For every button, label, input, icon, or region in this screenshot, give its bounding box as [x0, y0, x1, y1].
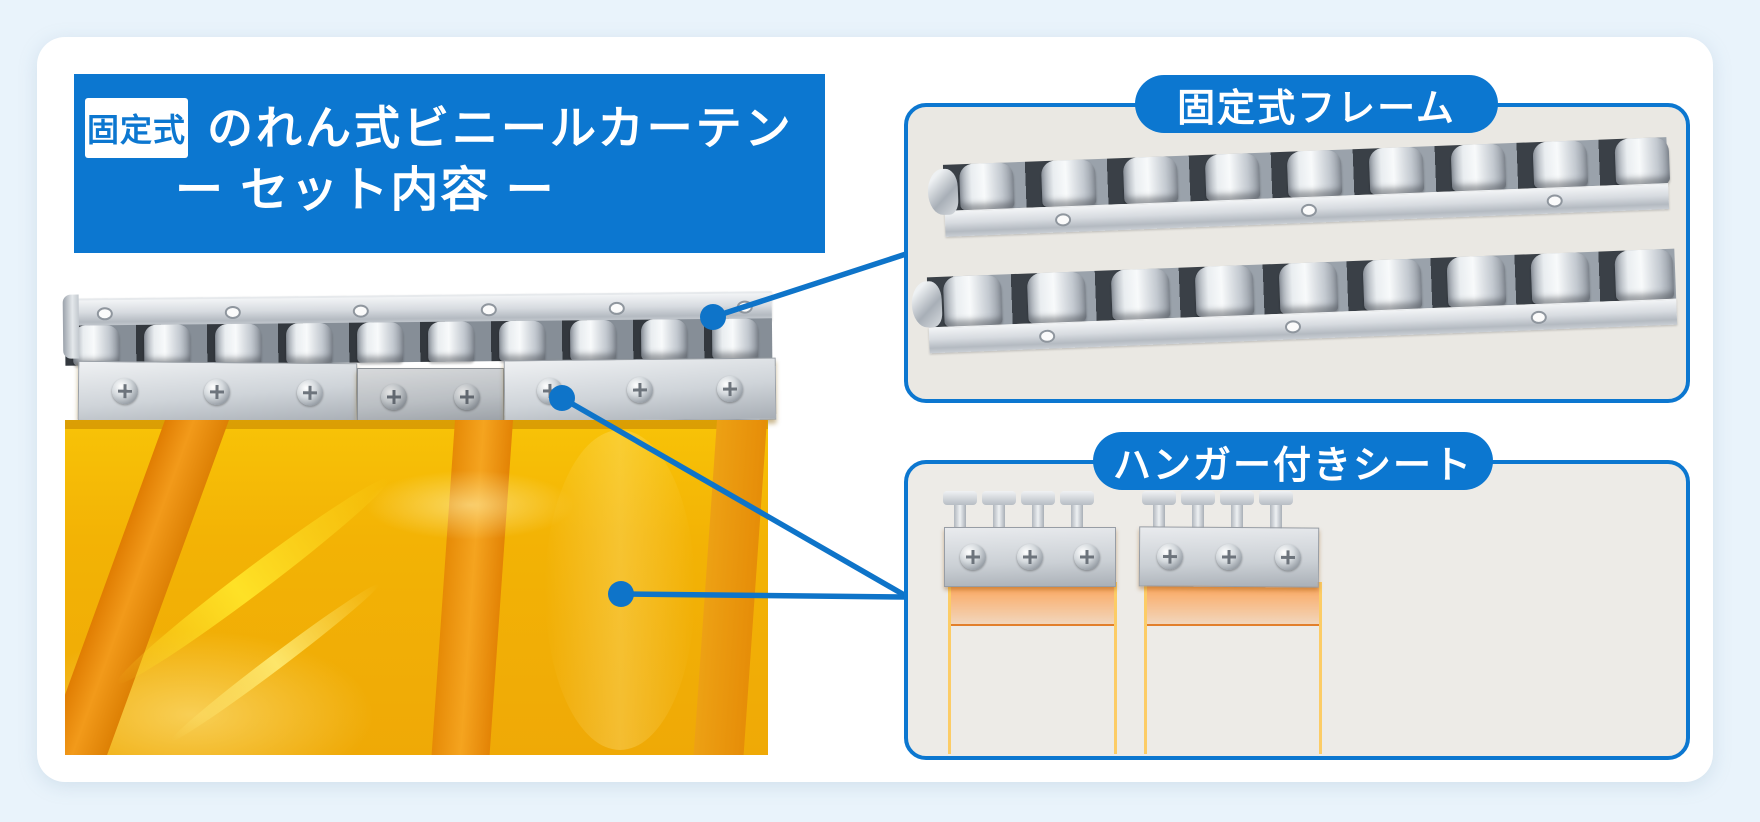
- rail-endcap: [62, 294, 80, 359]
- mounting-hole: [736, 300, 753, 314]
- rail-hook: [1530, 251, 1591, 305]
- hanger-tab-row: [943, 491, 1094, 531]
- screw: [716, 375, 744, 403]
- screw: [1016, 544, 1043, 570]
- hanger-tab: [1220, 491, 1254, 531]
- curtain-edge-band: [693, 420, 767, 755]
- curtain-set-photo: [62, 255, 777, 755]
- hanger-tab: [982, 491, 1016, 531]
- rail-hook: [1368, 146, 1425, 195]
- rail-hook: [214, 323, 262, 365]
- mounting-hole: [480, 303, 497, 317]
- mounting-rail: [62, 291, 773, 366]
- page-title: のれん式ビニールカーテン: [207, 102, 794, 154]
- rail-end-curl: [927, 168, 959, 216]
- mounting-hole: [1300, 203, 1318, 218]
- rail-hook: [958, 162, 1015, 211]
- vinyl-sheet: [1144, 582, 1322, 754]
- rail-hook: [569, 319, 617, 361]
- rail-hook: [1110, 268, 1171, 321]
- screw: [1215, 543, 1243, 571]
- screw: [112, 378, 139, 405]
- rail-hook: [1362, 258, 1423, 311]
- rail-hook: [1446, 255, 1507, 308]
- frame-rail: [927, 137, 1671, 237]
- sheet-callout-label: ハンガー付きシート: [1093, 432, 1493, 490]
- sheet-hanger-plate: [1138, 526, 1320, 588]
- screw: [453, 384, 480, 410]
- vinyl-sheet: [948, 582, 1117, 754]
- mounting-hole: [1546, 194, 1563, 208]
- frame-callout-label: 固定式フレーム: [1135, 75, 1498, 133]
- rail-hook: [640, 319, 688, 360]
- page-subtitle: ー セット内容 ー: [175, 164, 556, 217]
- rail-end-curl: [910, 280, 943, 328]
- hanger-tab: [1142, 491, 1176, 531]
- screw: [960, 544, 987, 570]
- curtain-top-shadow: [65, 420, 768, 429]
- rail-hook: [1040, 159, 1097, 208]
- rail-hook: [1614, 248, 1675, 301]
- mounting-hole: [1284, 320, 1302, 334]
- hanger-plate: [77, 360, 358, 424]
- screw: [536, 377, 564, 405]
- curtain-sheen: [545, 430, 695, 750]
- vinyl-curtain: [65, 420, 768, 755]
- fixed-type-badge: 固定式: [85, 98, 188, 158]
- screw: [1156, 543, 1183, 570]
- rail-hook: [143, 324, 191, 365]
- hanger-plate: [357, 368, 504, 426]
- mounting-hole: [224, 305, 241, 320]
- mounting-hole: [1054, 213, 1072, 227]
- rail-hook: [1450, 143, 1507, 192]
- curtain-glare: [365, 470, 575, 540]
- sheet-hanger-plate: [944, 527, 1116, 587]
- hanger-tab: [1060, 491, 1094, 531]
- rail-hook: [356, 322, 404, 363]
- screw: [1073, 544, 1100, 570]
- mounting-hole: [96, 307, 113, 321]
- hanger-tab: [1259, 491, 1293, 531]
- curtain-glare: [166, 578, 384, 747]
- rail-hook: [1614, 137, 1671, 186]
- rail-hook: [285, 322, 333, 364]
- hanger-tab: [1021, 491, 1055, 531]
- rail-hook: [498, 320, 546, 362]
- frame-rail: [910, 248, 1678, 354]
- hanger-tab: [943, 491, 977, 531]
- screw: [1275, 544, 1302, 571]
- curtain-overlap-band: [65, 420, 229, 755]
- hanger-plate: [503, 357, 777, 423]
- screw: [204, 378, 231, 406]
- screw: [296, 379, 323, 406]
- hanger-tab-row: [1142, 491, 1293, 531]
- header-box: 固定式 のれん式ビニールカーテン ー セット内容 ー: [74, 74, 825, 253]
- mounting-hole: [608, 301, 625, 316]
- rail-hook: [1194, 264, 1255, 318]
- rail-hook: [1286, 149, 1343, 198]
- screw: [626, 376, 654, 404]
- rail-hook: [942, 274, 1003, 327]
- screw: [381, 384, 408, 410]
- rail-hook: [1532, 140, 1589, 189]
- mounting-hole: [352, 304, 369, 318]
- rail-hook: [711, 318, 759, 359]
- mounting-hole: [1530, 310, 1548, 325]
- rail-hook: [1026, 271, 1087, 324]
- sheet-callout-box: [904, 460, 1690, 760]
- frame-callout-box: [904, 103, 1690, 403]
- rail-hook: [427, 321, 475, 362]
- mounting-hole: [1038, 329, 1056, 344]
- rail-hook: [72, 325, 120, 366]
- hanger-tab: [1181, 491, 1215, 531]
- rail-hook: [1122, 155, 1179, 204]
- rail-hook: [1278, 261, 1339, 314]
- rail-hook: [1204, 152, 1261, 201]
